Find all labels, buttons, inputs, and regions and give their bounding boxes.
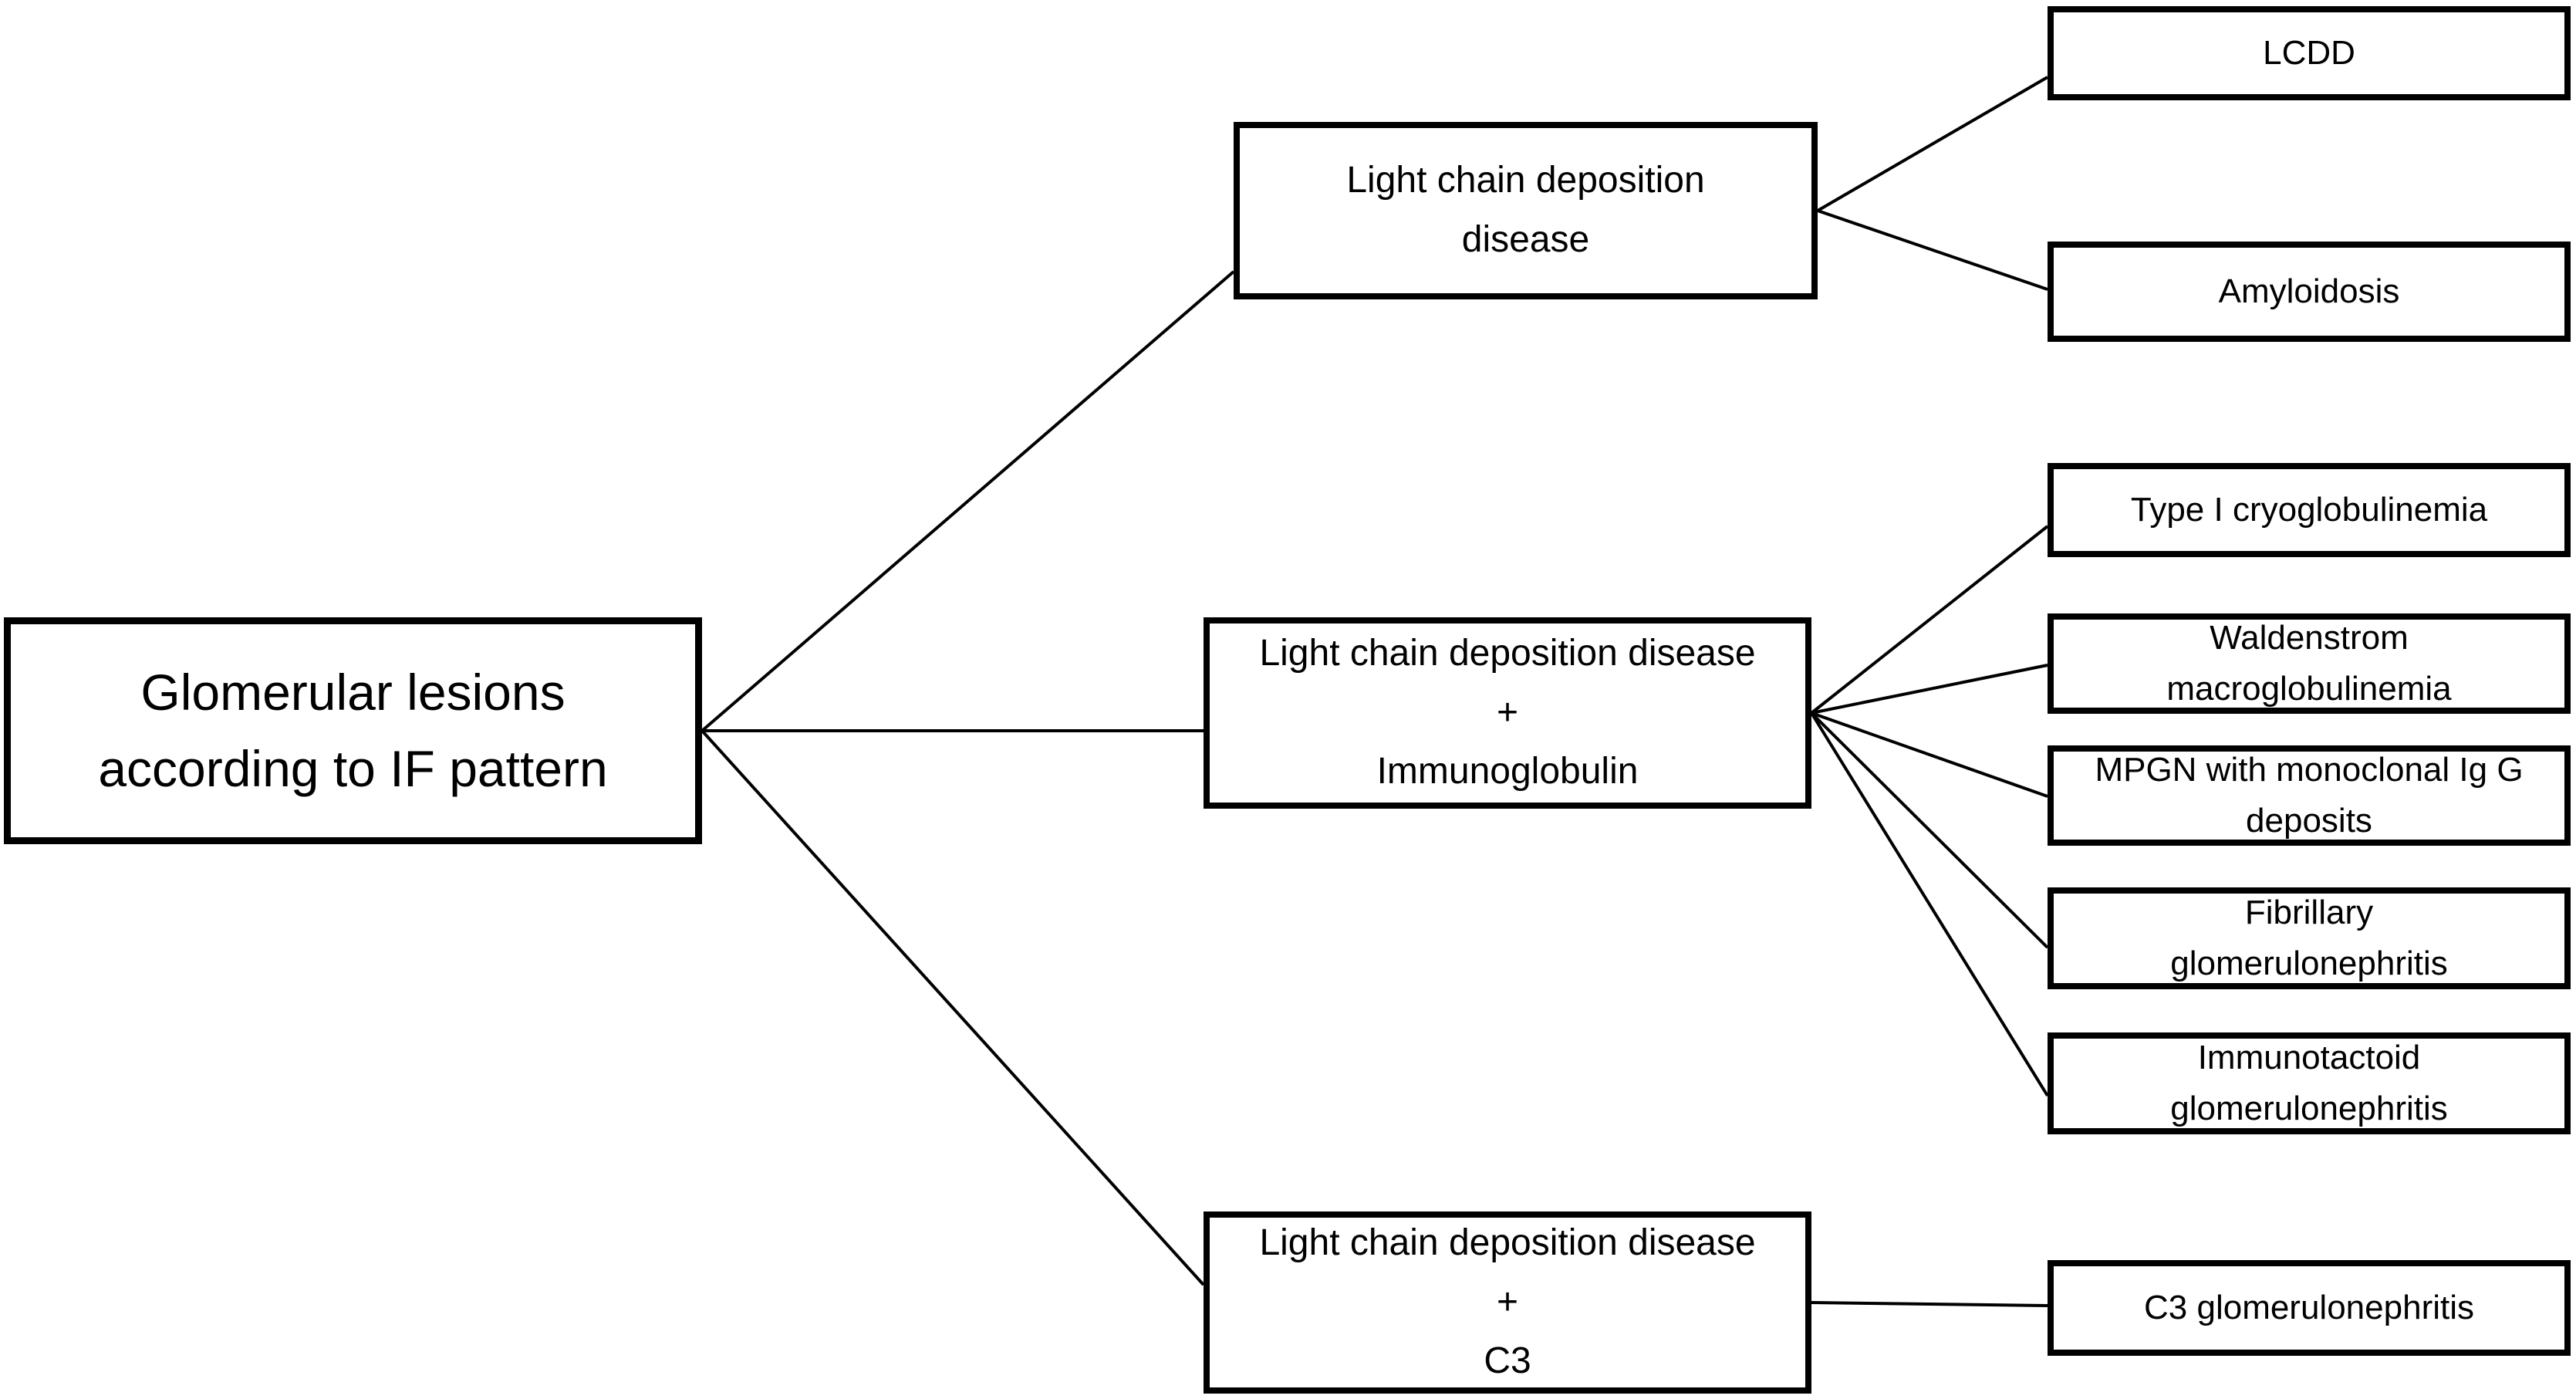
edge-branch2-to-fibrillary bbox=[1810, 711, 2049, 949]
leaf-type-i-cryoglobulinemia-label: Type I cryoglobulinemia bbox=[2130, 491, 2488, 529]
edge-root-to-c3-branch bbox=[701, 729, 1205, 1286]
node-glomerular-lesions-root: Glomerular lesions according to IF patte… bbox=[4, 617, 702, 844]
leaf-fibrillary-glomerulonephritis: Fibrillary glomerulonephritis bbox=[2048, 887, 2571, 989]
leaf-waldenstrom-macroglobulinemia: Waldenstrom macroglobulinemia bbox=[2048, 613, 2571, 714]
edge-branch1-to-amyloidosis bbox=[1817, 209, 2048, 291]
leaf-mpgn-monoclonal-igg-deposits-label: MPGN with monoclonal Ig G deposits bbox=[2095, 751, 2524, 840]
edge-branch3-to-c3gn bbox=[1811, 1301, 2048, 1307]
node-light-chain-deposition-disease-label: Light chain deposition disease bbox=[1346, 160, 1705, 260]
edge-root-to-lcdd-branch bbox=[701, 270, 1235, 732]
leaf-waldenstrom-macroglobulinemia-label: Waldenstrom macroglobulinemia bbox=[2166, 619, 2452, 708]
node-light-chain-deposition-disease: Light chain deposition disease bbox=[1234, 122, 1818, 299]
leaf-immunotactoid-glomerulonephritis-label: Immunotactoid glomerulonephritis bbox=[2170, 1039, 2448, 1127]
node-lcdd-plus-immunoglobulin: Light chain deposition disease + Immunog… bbox=[1204, 617, 1811, 809]
leaf-type-i-cryoglobulinemia: Type I cryoglobulinemia bbox=[2048, 463, 2571, 557]
leaf-c3-glomerulonephritis: C3 glomerulonephritis bbox=[2048, 1260, 2571, 1356]
node-lcdd-plus-c3: Light chain deposition disease + C3 bbox=[1204, 1211, 1811, 1394]
leaf-c3-glomerulonephritis-label: C3 glomerulonephritis bbox=[2144, 1289, 2474, 1326]
node-lcdd-plus-immunoglobulin-label: Light chain deposition disease + Immunog… bbox=[1259, 632, 1756, 792]
edge-branch2-to-mpgn bbox=[1811, 711, 2048, 798]
node-lcdd-plus-c3-label: Light chain deposition disease + C3 bbox=[1259, 1222, 1756, 1382]
leaf-amyloidosis: Amyloidosis bbox=[2048, 242, 2571, 342]
leaf-lcdd: LCDD bbox=[2048, 6, 2571, 100]
edge-branch2-to-type1-cryo bbox=[1810, 525, 2049, 715]
edge-branch2-to-waldenstrom bbox=[1811, 664, 2048, 715]
node-glomerular-lesions-label: Glomerular lesions according to IF patte… bbox=[98, 664, 608, 797]
leaf-immunotactoid-glomerulonephritis: Immunotactoid glomerulonephritis bbox=[2048, 1032, 2571, 1134]
leaf-amyloidosis-label: Amyloidosis bbox=[2218, 272, 2400, 310]
edge-branch2-to-immunotactoid bbox=[1810, 711, 2049, 1097]
leaf-mpgn-monoclonal-igg-deposits: MPGN with monoclonal Ig G deposits bbox=[2048, 745, 2571, 846]
edge-branch1-to-lcdd bbox=[1816, 76, 2049, 212]
leaf-fibrillary-glomerulonephritis-label: Fibrillary glomerulonephritis bbox=[2170, 894, 2448, 982]
leaf-lcdd-label: LCDD bbox=[2263, 34, 2355, 72]
